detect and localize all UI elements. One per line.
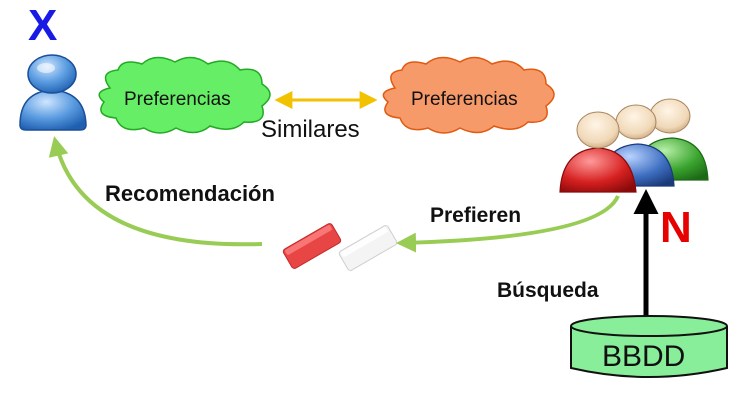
search-label: Búsqueda	[497, 279, 599, 302]
similarity-label: Similares	[261, 116, 360, 143]
recommendation-arrow	[48, 136, 263, 247]
database-label: BBDD	[602, 340, 686, 373]
recommendation-label: Recomendación	[105, 181, 275, 206]
user-group-icon	[559, 98, 709, 193]
group-label: N	[660, 203, 692, 252]
preferences-cloud-right	[382, 56, 555, 134]
user-label: X	[28, 1, 58, 50]
preferences-cloud-left	[98, 56, 271, 134]
preferences-right-label: Preferencias	[411, 89, 518, 110]
preferences-left-label: Preferencias	[124, 89, 231, 110]
prefer-label: Prefieren	[430, 204, 522, 227]
prefer-arrow	[396, 195, 620, 253]
red-item-icon	[282, 223, 342, 269]
white-item-icon	[338, 225, 398, 271]
user-icon	[19, 54, 87, 131]
database-icon	[570, 315, 728, 378]
